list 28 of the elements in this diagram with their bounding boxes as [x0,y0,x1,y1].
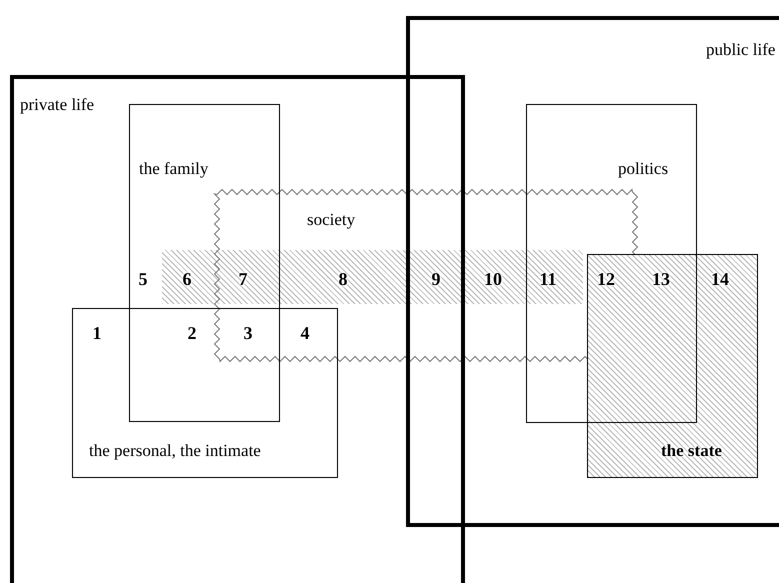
region-number: 6 [182,269,192,289]
region-outline [129,104,280,422]
region-number: 14 [711,269,729,289]
region-number: 12 [597,269,615,289]
region-label: the personal, the intimate [89,441,261,461]
hatched-region [587,254,758,478]
region-number: 3 [244,323,252,343]
region-outline [406,16,779,527]
region-label: public life [706,40,776,60]
region-label: the state [661,441,722,461]
region-outline [10,75,465,583]
region-label: politics [618,159,668,179]
region-number: 10 [484,269,502,289]
region-outline [526,104,697,423]
region-number: 4 [300,323,310,343]
region-number: 8 [338,269,348,289]
region-number: 9 [432,269,440,289]
region-number: 7 [238,269,248,289]
region-number: 2 [188,323,196,343]
region-number: 5 [138,269,148,289]
region-label: society [307,210,356,230]
region-number: 1 [92,323,102,343]
region-outline [72,308,338,478]
region-number: 13 [652,269,670,289]
region-number: 11 [540,269,556,289]
region-label: private life [20,95,94,115]
wavy-region-outline [214,189,638,362]
region-label: the family [139,159,208,179]
